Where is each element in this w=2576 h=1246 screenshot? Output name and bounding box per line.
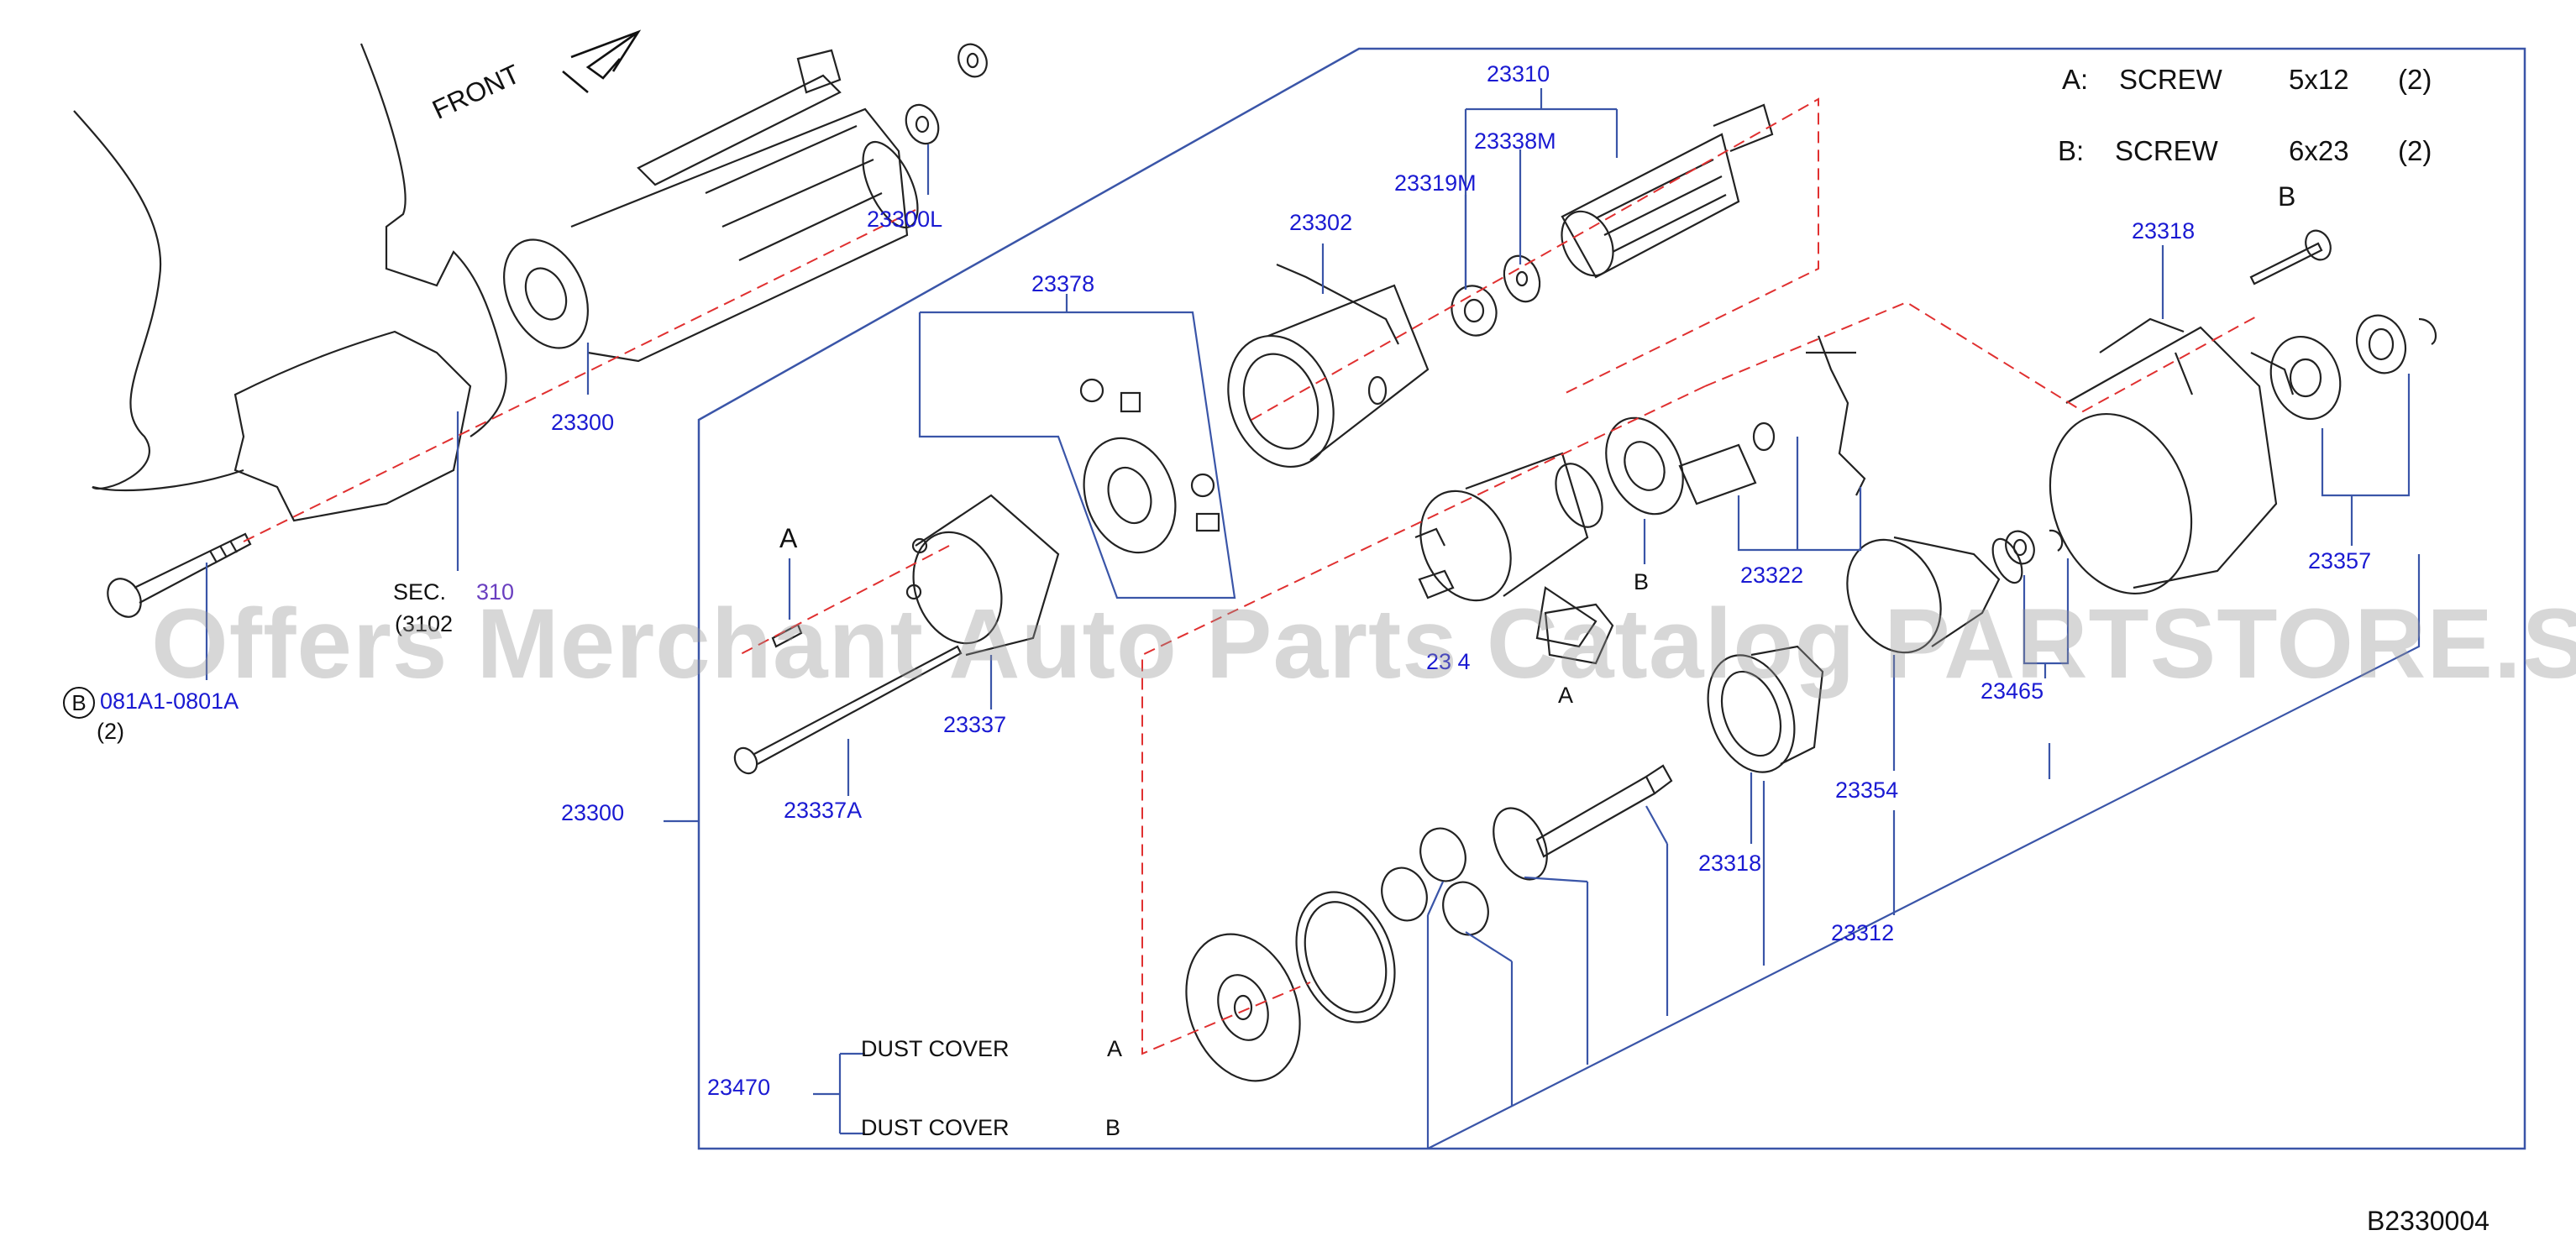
part-label-2334[interactable]: 23 4 xyxy=(1426,649,1471,674)
part-label-23300L[interactable]: 23300L xyxy=(867,207,943,232)
part-label-23310[interactable]: 23310 xyxy=(1487,61,1550,86)
engine-outline xyxy=(73,43,507,522)
part-label-23318-top[interactable]: 23318 xyxy=(2132,218,2196,243)
part-label-23319M[interactable]: 23319M xyxy=(1394,170,1477,196)
lever-drawing xyxy=(1605,335,1866,516)
contact-plate-drawing xyxy=(1544,603,1614,665)
bolt-b-drawing xyxy=(2249,229,2332,285)
brush-holder-group xyxy=(918,311,1236,599)
callout-b-bolt: B xyxy=(2278,181,2296,212)
bolt-qty: (2) xyxy=(97,719,124,744)
part-label-23318-mid[interactable]: 23318 xyxy=(1698,851,1762,876)
legend-a-key: A: xyxy=(2062,64,2089,95)
front-arrow xyxy=(562,29,642,93)
legend-b-size: 6x23 xyxy=(2289,135,2349,166)
clutch-shaft-drawing xyxy=(1846,529,2064,654)
bolt-key-badge: B xyxy=(63,687,95,719)
part-label-23357[interactable]: 23357 xyxy=(2308,548,2372,573)
yoke-drawing xyxy=(1227,263,1430,469)
dust-cover-a-key: A xyxy=(1107,1036,1123,1061)
sec-label: SEC. xyxy=(393,579,447,605)
part-label-23337A[interactable]: 23337A xyxy=(784,798,863,823)
callout-b-washer: B xyxy=(1634,569,1650,594)
part-label-23302[interactable]: 23302 xyxy=(1289,210,1353,235)
part-label-23300-top[interactable]: 23300 xyxy=(551,410,615,435)
part-label-23300-left[interactable]: 23300 xyxy=(561,800,625,825)
legend-a-qty: (2) xyxy=(2398,64,2432,95)
part-label-23354[interactable]: 23354 xyxy=(1835,777,1899,803)
bolt-drawing xyxy=(107,532,252,618)
planetary-shaft-drawing xyxy=(1381,764,1673,936)
part-label-23338M[interactable]: 23338M xyxy=(1474,128,1556,154)
starter-motor-drawing xyxy=(503,49,919,363)
sec-number-link[interactable]: 310 xyxy=(476,579,515,605)
bolt-part-number[interactable]: 081A1-0801A xyxy=(100,688,239,715)
legend-a-part: SCREW xyxy=(2119,64,2222,95)
dust-cover-a-label: DUST COVER xyxy=(861,1036,1010,1061)
sec-sub-label: (3102 xyxy=(395,611,454,636)
dust-cover-b-label: DUST COVER xyxy=(861,1115,1010,1140)
legend-b-qty: (2) xyxy=(2398,135,2432,166)
brush-holder-drawing xyxy=(1079,378,1220,554)
nut-washer-drawing xyxy=(905,43,988,145)
internal-gear-drawing xyxy=(1707,645,1824,773)
solenoid-drawing xyxy=(1414,452,1603,648)
part-label-23337[interactable]: 23337 xyxy=(943,712,1007,737)
part-label-23465[interactable]: 23465 xyxy=(1981,678,2044,704)
end-frame-drawing xyxy=(905,494,1060,657)
pinion-gear-drawing xyxy=(2269,314,2437,421)
callout-a-screw: A xyxy=(779,523,798,553)
through-bolt-drawing xyxy=(733,623,963,775)
legend-a-size: 5x12 xyxy=(2289,64,2349,95)
diagram-code: B2330004 xyxy=(2367,1206,2489,1236)
part-label-23322[interactable]: 23322 xyxy=(1740,563,1804,588)
dust-cover-b-key: B xyxy=(1105,1115,1121,1140)
legend-b-key: B: xyxy=(2058,135,2085,166)
part-label-23378[interactable]: 23378 xyxy=(1031,271,1095,296)
assembly-border xyxy=(697,47,2526,1150)
legend-b-part: SCREW xyxy=(2115,135,2218,166)
dust-cover-drawing xyxy=(1185,891,1396,1082)
leader-lines xyxy=(205,88,2421,1149)
part-label-23312[interactable]: 23312 xyxy=(1831,920,1895,945)
drive-housing-drawing xyxy=(2049,317,2295,595)
callout-a-contact: A xyxy=(1558,683,1574,708)
part-label-23470[interactable]: 23470 xyxy=(707,1075,771,1100)
assembly-axis-lines xyxy=(243,97,2260,1055)
